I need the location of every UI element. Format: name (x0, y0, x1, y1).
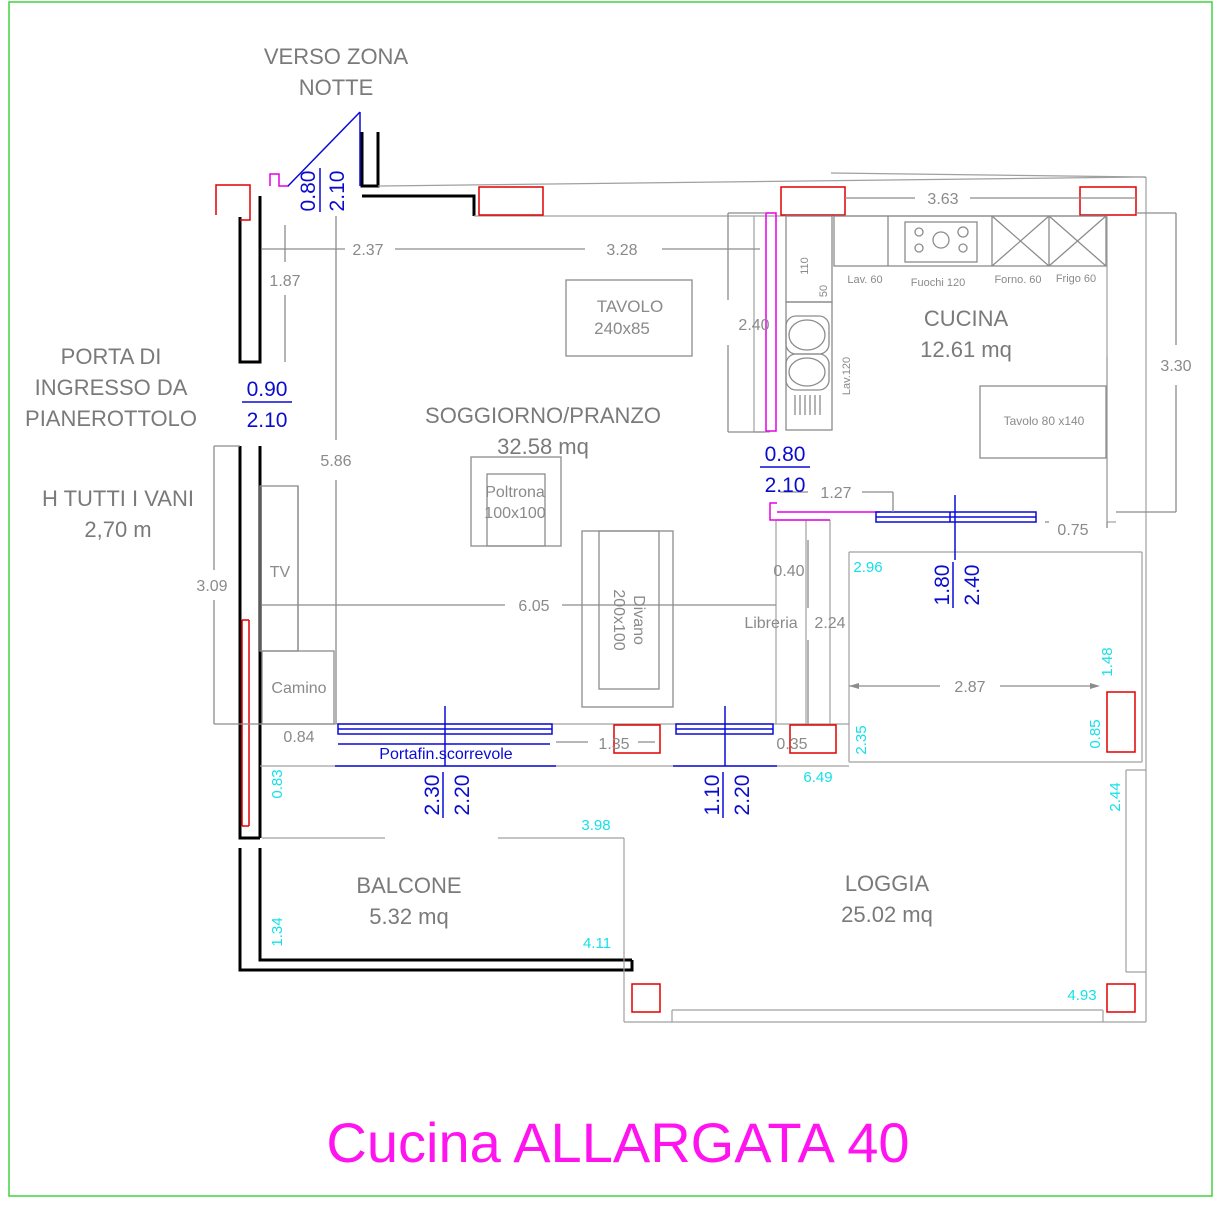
odim-085: 0.85 (1087, 719, 1104, 748)
lav60-label: Lav. 60 (847, 274, 882, 286)
h-label-line1: H TUTTI I VANI (42, 486, 194, 511)
window-cucina-height: 2.40 (961, 565, 984, 606)
tavolo-shape (565, 279, 693, 357)
room-soggiorno-area: 32.58 mq (497, 434, 589, 459)
portafin1-height: 2.20 (451, 775, 474, 816)
dim-135: 1.35 (598, 736, 629, 753)
tv-label: TV (270, 564, 291, 581)
divano-label: Divano (630, 595, 647, 645)
dim-240: 2.40 (738, 317, 769, 334)
dim-605: 6.05 (518, 598, 549, 615)
portafin1-width: 2.30 (421, 775, 444, 816)
lav120-label: Lav.120 (841, 357, 853, 395)
door-ingresso-width: 0.90 (247, 378, 288, 401)
dim-035: 0.35 (776, 736, 807, 753)
d110-label: 110 (799, 257, 811, 275)
dim-187: 1.87 (269, 273, 300, 290)
room-balcone-name: BALCONE (356, 873, 461, 898)
portafin2-height: 2.20 (731, 775, 754, 816)
odim-235: 2.35 (853, 725, 870, 754)
odim-296: 2.96 (853, 559, 882, 576)
dimension-lines (213, 197, 1177, 743)
door-notte-width: 0.80 (297, 171, 320, 212)
tavolo-size: 240x85 (594, 319, 650, 338)
dim-040: 0.40 (773, 563, 804, 580)
verso-label-line2: NOTTE (299, 75, 374, 100)
h-label-line2: 2,70 m (84, 517, 151, 542)
walls (238, 132, 634, 972)
camino-shape (261, 650, 335, 725)
room-cucina-area: 12.61 mq (920, 337, 1012, 362)
odim-493: 4.93 (1067, 987, 1096, 1004)
camino-label: Camino (271, 680, 326, 697)
dim-127: 1.27 (820, 485, 851, 502)
odim-083: 0.83 (269, 769, 286, 798)
room-loggia-name: LOGGIA (845, 871, 930, 896)
porta-label-line3: PIANEROTTOLO (25, 406, 197, 431)
furniture-shapes (259, 215, 1107, 725)
d50-label: 50 (818, 285, 830, 297)
door-cucina-height: 2.10 (765, 474, 806, 497)
room-soggiorno-name: SOGGIORNO/PRANZO (425, 403, 661, 428)
door-cucina-width: 0.80 (765, 443, 806, 466)
tavolo-cucina-shape (979, 385, 1107, 459)
poltrona-label: Poltrona (485, 484, 545, 501)
porta-label-line2: INGRESSO DA (35, 375, 188, 400)
odim-649: 6.49 (803, 769, 832, 786)
poltrona-shape (470, 456, 562, 547)
room-balcone-area: 5.32 mq (369, 904, 449, 929)
dim-224: 2.24 (814, 615, 845, 632)
dim-586: 5.86 (320, 453, 351, 470)
openings (242, 111, 1037, 818)
dim-330: 3.30 (1160, 358, 1191, 375)
door-ingresso-height: 2.10 (247, 409, 288, 432)
odim-244: 2.44 (1107, 782, 1124, 811)
libreria-label: Libreria (744, 615, 797, 632)
dim-084: 0.84 (283, 729, 314, 746)
frigo-label: Frigo 60 (1056, 273, 1096, 285)
room-loggia-area: 25.02 mq (841, 902, 933, 927)
tavolo-label: TAVOLO (597, 297, 663, 316)
dim-237: 2.37 (352, 242, 383, 259)
forno-label: Forno. 60 (994, 274, 1041, 286)
fuochi-label: Fuochi 120 (911, 277, 965, 289)
verso-label-line1: VERSO ZONA (264, 44, 409, 69)
odim-398: 3.98 (581, 817, 610, 834)
window-cucina-width: 1.80 (931, 565, 954, 606)
odim-411: 4.11 (583, 935, 611, 952)
dim-075: 0.75 (1057, 522, 1088, 539)
odim-287: 2.87 (954, 679, 985, 696)
pillars (215, 184, 1137, 1013)
divano-size: 200x100 (610, 589, 627, 650)
new-walls (269, 173, 880, 521)
odim-134: 1.34 (269, 917, 286, 946)
poltrona-size: 100x100 (484, 505, 545, 522)
porta-label-line1: PORTA DI (61, 344, 162, 369)
dim-328: 3.28 (606, 242, 637, 259)
labels: VERSO ZONA NOTTE PORTA DI INGRESSO DA PI… (25, 44, 1192, 1174)
dim-309: 3.09 (196, 578, 227, 595)
door-notte-height: 2.10 (326, 171, 349, 212)
plan-title: Cucina ALLARGATA 40 (326, 1111, 909, 1174)
portafin-label: Portafin.scorrevole (379, 746, 512, 763)
dim-363: 3.63 (927, 191, 958, 208)
odim-148: 1.48 (1099, 647, 1116, 676)
portafin2-width: 1.10 (701, 775, 724, 816)
drawing-frame (8, 1, 1213, 1197)
tavolo-cucina-label: Tavolo 80 x140 (1004, 414, 1085, 428)
room-cucina-name: CUCINA (924, 306, 1009, 331)
